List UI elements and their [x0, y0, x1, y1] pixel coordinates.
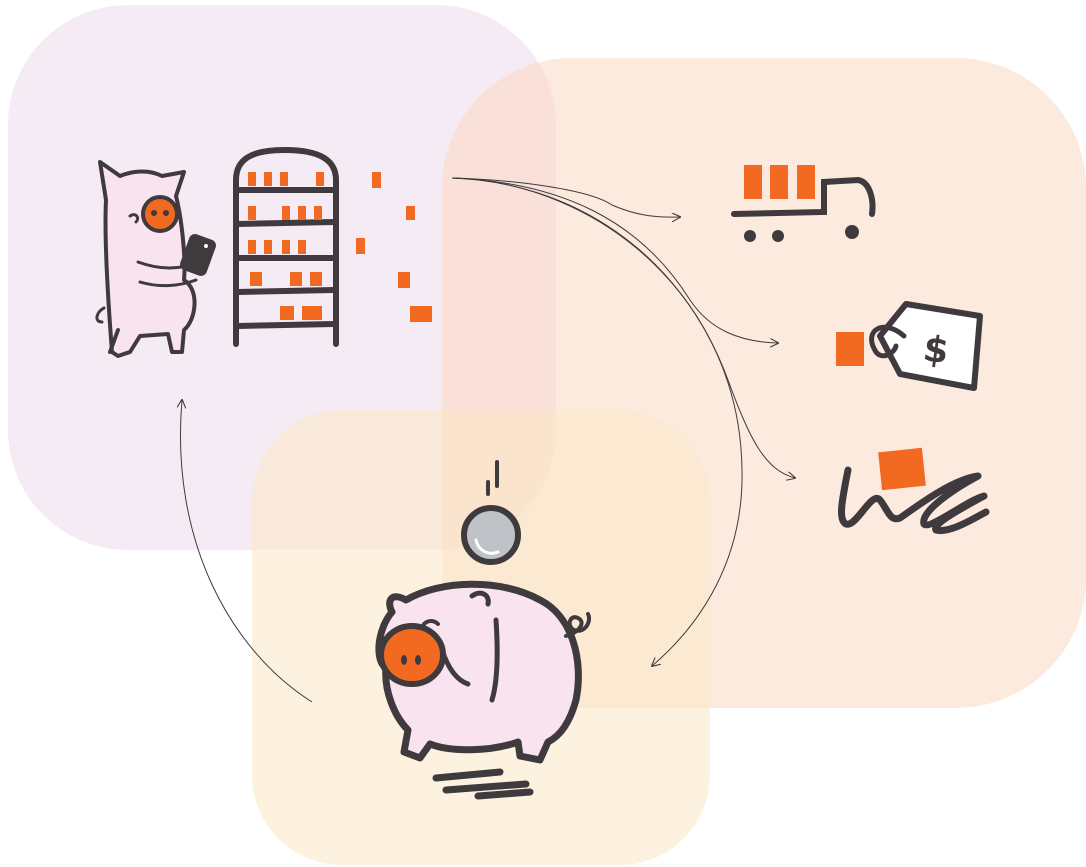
diagram-svg: $: [0, 0, 1086, 867]
supply-cycle-diagram: $: [0, 0, 1086, 867]
